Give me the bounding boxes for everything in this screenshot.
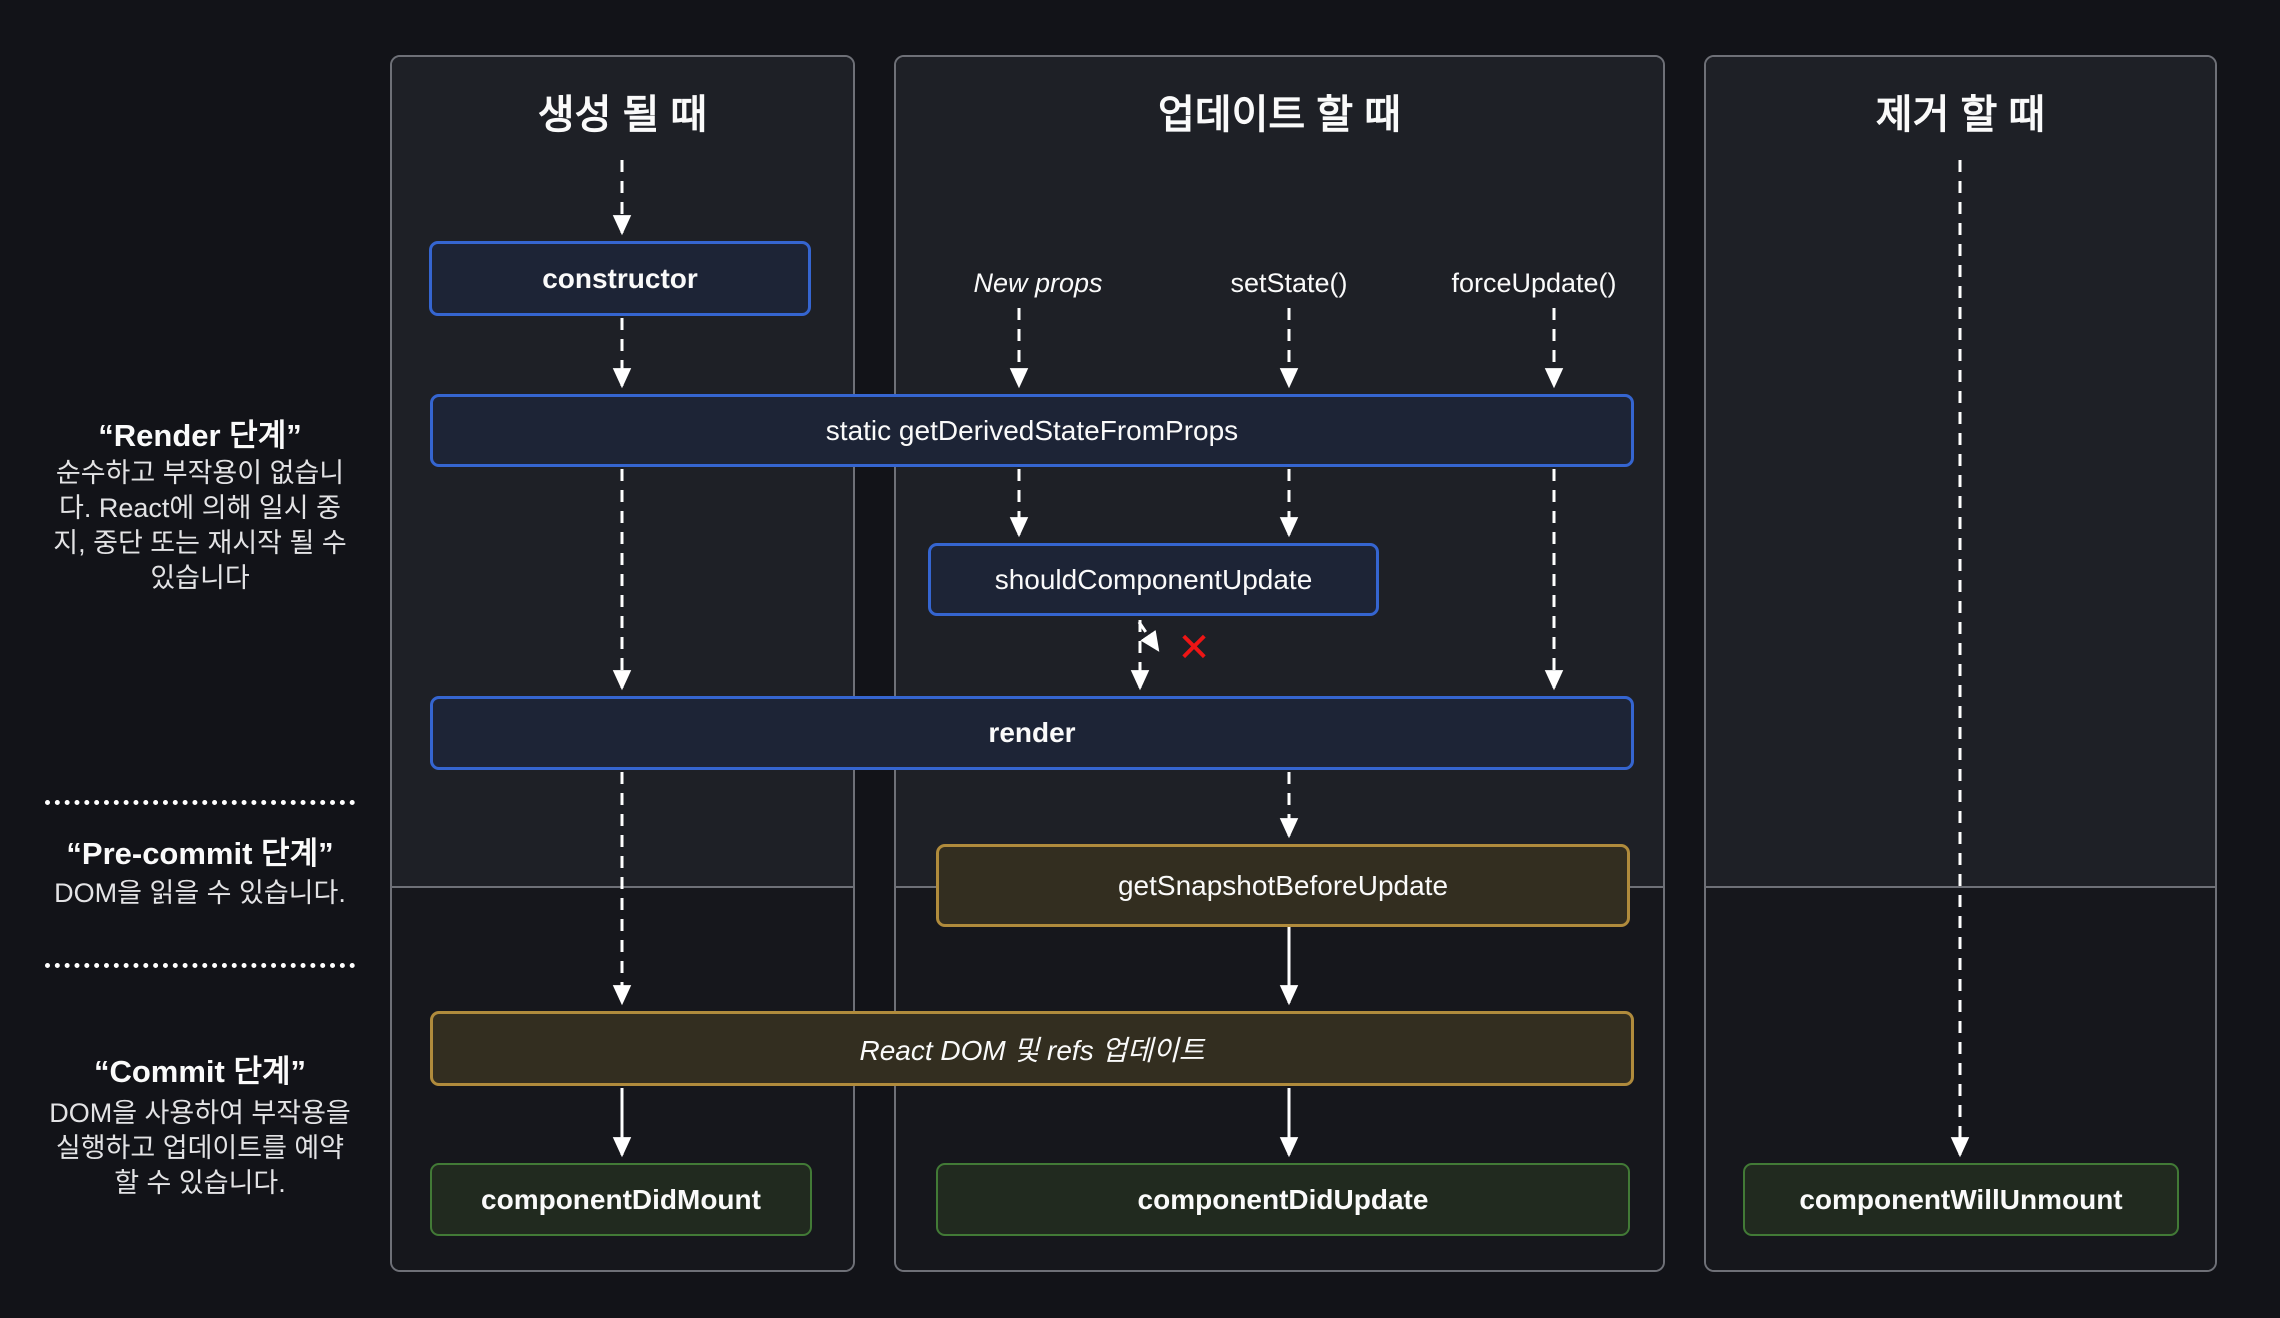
mount-column-title: 생성 될 때	[537, 93, 708, 137]
set-state-label[interactable]: setState()	[1230, 268, 1348, 298]
mount-column-panel	[390, 55, 855, 1272]
pre-commit-phase-title: “Pre-commit 단계”	[66, 836, 334, 871]
commit-phase-description: DOM을 사용하여 부작용을 실행하고 업데이트를 예약 할 수 있습니다.	[49, 1098, 351, 1198]
pre-commit-phase-description: DOM을 읽을 수 있습니다.	[54, 878, 346, 908]
update-blocked-x-icon: ✕	[1177, 626, 1211, 670]
new-props-label: New props	[973, 268, 1103, 298]
dotted-divider	[45, 963, 355, 968]
render-phase-title: “Render 단계”	[98, 418, 302, 453]
commit-phase-title: “Commit 단계”	[93, 1054, 307, 1089]
render-node[interactable]: render	[430, 696, 1634, 770]
component-will-unmount-node[interactable]: componentWillUnmount	[1743, 1163, 2179, 1236]
constructor-node[interactable]: constructor	[429, 241, 811, 316]
render-phase-description: 순수하고 부작용이 없습니다. React에 의해 일시 중지, 중단 또는 재…	[53, 458, 347, 593]
update-column-title: 업데이트 할 때	[1157, 93, 1402, 137]
react-dom-update-node: React DOM 및 refs 업데이트	[430, 1011, 1634, 1086]
get-derived-state-from-props-node[interactable]: static getDerivedStateFromProps	[430, 394, 1634, 467]
component-did-mount-node[interactable]: componentDidMount	[430, 1163, 812, 1236]
update-column-panel	[894, 55, 1665, 1272]
unmount-render-phase-area	[1706, 57, 2215, 888]
force-update-label[interactable]: forceUpdate()	[1451, 268, 1617, 298]
should-component-update-node[interactable]: shouldComponentUpdate	[928, 543, 1379, 616]
unmount-column-panel	[1704, 55, 2217, 1272]
unmount-column-title: 제거 할 때	[1875, 93, 2046, 137]
dotted-divider	[45, 800, 355, 805]
component-did-update-node[interactable]: componentDidUpdate	[936, 1163, 1630, 1236]
get-snapshot-before-update-node[interactable]: getSnapshotBeforeUpdate	[936, 844, 1630, 927]
